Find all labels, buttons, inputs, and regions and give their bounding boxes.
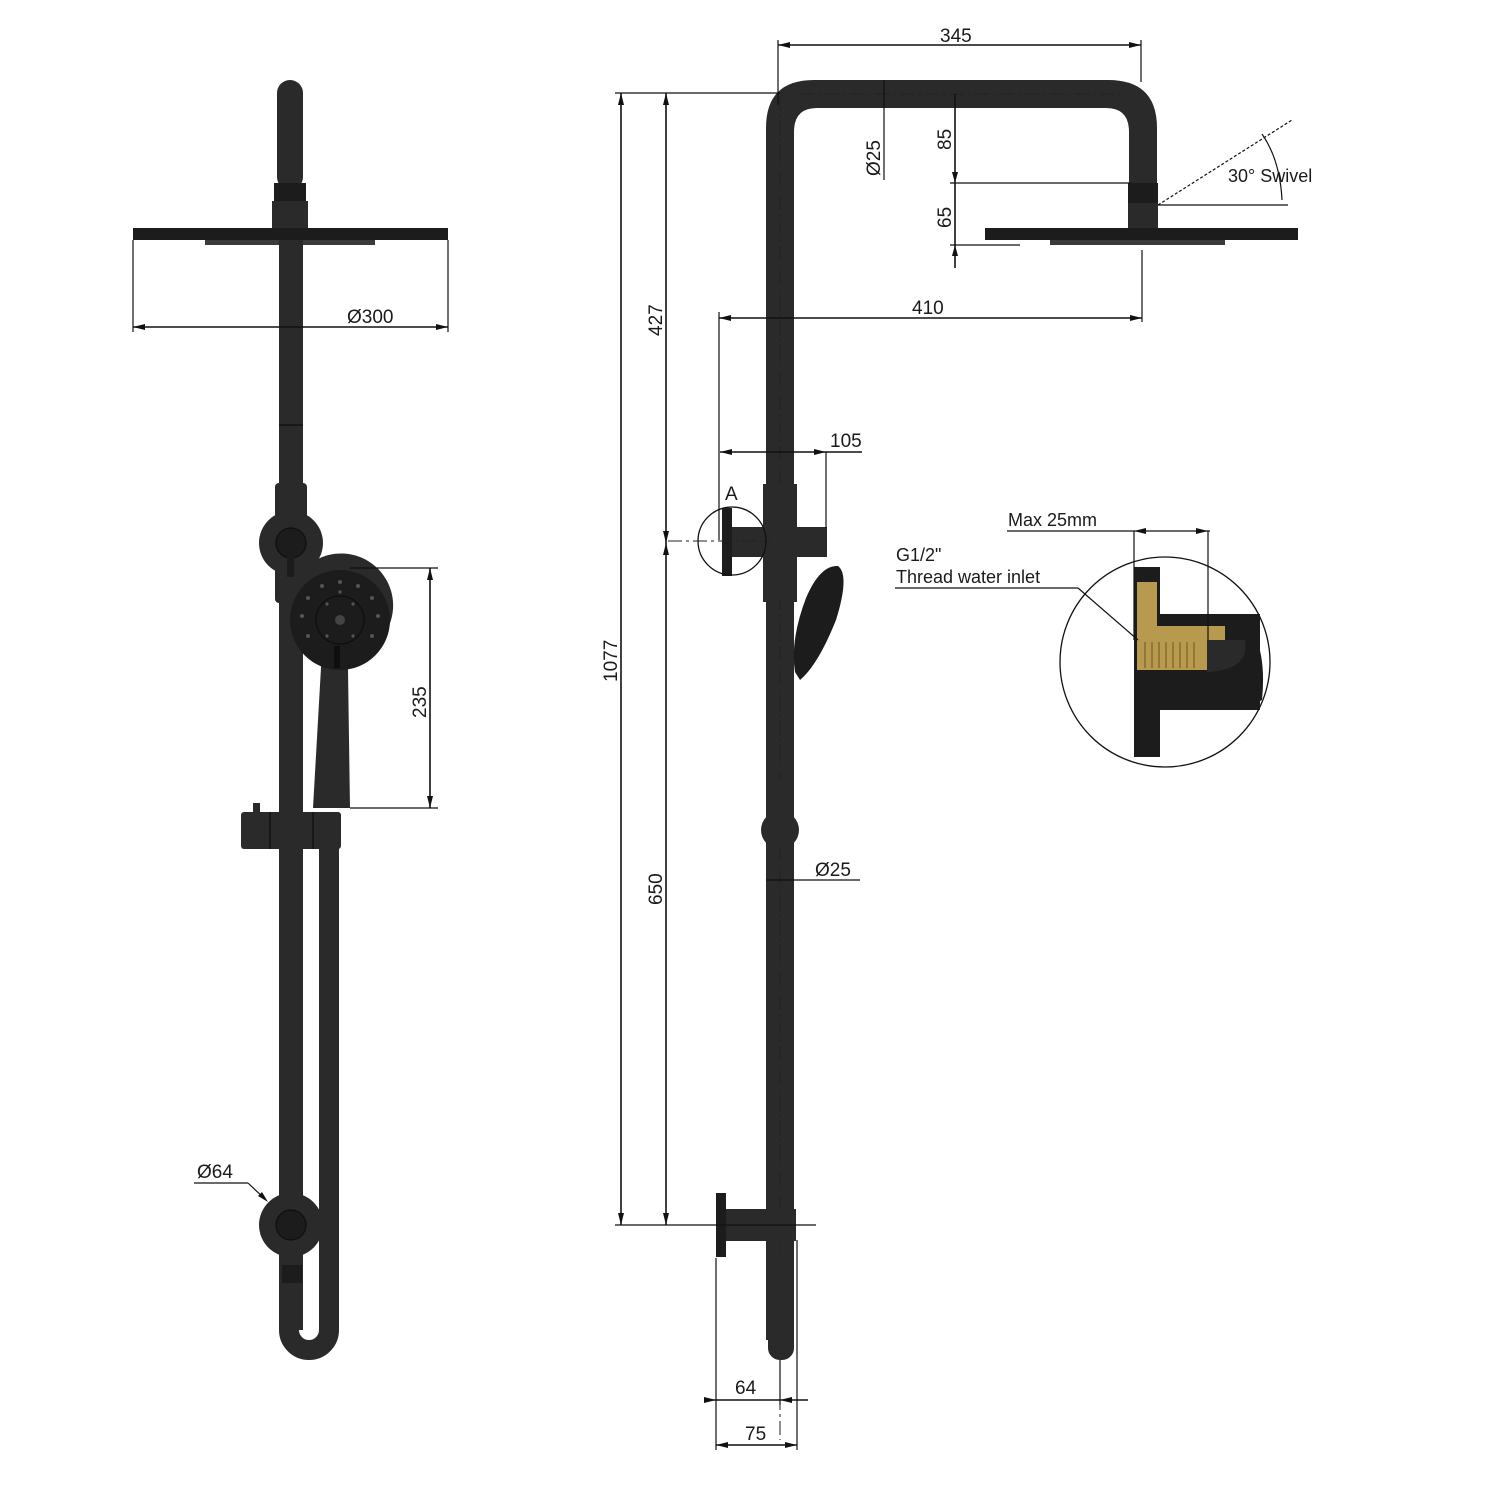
label-upper-section: 427 bbox=[646, 304, 667, 336]
dim-head-projection: 410 bbox=[718, 250, 1143, 540]
hand-shower bbox=[289, 553, 394, 808]
detail-a: Max 25mm G1/2" Thread water inlet bbox=[895, 510, 1271, 768]
label-diverter-projection: 105 bbox=[830, 431, 862, 452]
dim-overall-height: 1077 bbox=[601, 92, 816, 1226]
main-rail bbox=[279, 240, 303, 1330]
label-inlet-centers: 650 bbox=[646, 873, 667, 905]
dim-wall-bracket-diameter: Ø64 bbox=[194, 1162, 268, 1202]
dim-wall-flange-depth: 64 bbox=[704, 1240, 808, 1450]
label-hand-shower-length: 235 bbox=[410, 686, 431, 718]
label-arm-diameter: Ø25 bbox=[864, 140, 885, 176]
dim-inlet-centers: 650 bbox=[646, 543, 669, 1225]
front-view: Ø300 235 Ø64 bbox=[132, 80, 449, 1360]
dim-hand-shower-length: 235 bbox=[350, 567, 438, 809]
side-rain-head bbox=[985, 228, 1298, 240]
label-detail-a: A bbox=[725, 484, 738, 505]
label-swivel: 30° Swivel bbox=[1228, 166, 1312, 186]
dim-diverter-projection: 105 bbox=[720, 431, 862, 528]
slide-bracket bbox=[241, 812, 341, 849]
side-view: A 345 Ø25 85 65 bbox=[601, 26, 1312, 1450]
label-head-offset: 65 bbox=[935, 207, 956, 228]
dim-arm-diameter: Ø25 bbox=[864, 80, 885, 180]
shower-arm bbox=[766, 80, 1157, 1340]
hose bbox=[319, 845, 339, 1325]
riser-top bbox=[277, 80, 303, 190]
dim-lower-projection: 75 bbox=[716, 1424, 797, 1448]
diverter-knob bbox=[275, 527, 307, 559]
label-rail-diameter: Ø25 bbox=[815, 860, 851, 881]
side-hand-shower bbox=[793, 565, 844, 680]
hose-loop bbox=[279, 1280, 339, 1360]
label-wall-bracket-diameter: Ø64 bbox=[197, 1162, 233, 1183]
dim-arm-drop: 85 65 bbox=[935, 94, 1130, 268]
label-arm-reach: 345 bbox=[940, 26, 972, 47]
dim-arm-reach: 345 bbox=[777, 26, 1142, 105]
swivel-joint bbox=[272, 201, 308, 229]
dim-rail-diameter: Ø25 bbox=[766, 860, 860, 881]
dim-swivel: 30° Swivel bbox=[1157, 119, 1312, 206]
label-rain-head-diameter: Ø300 bbox=[347, 307, 393, 328]
label-max-25mm: Max 25mm bbox=[1008, 510, 1097, 530]
label-head-projection: 410 bbox=[912, 298, 944, 319]
swivel-collar bbox=[274, 183, 306, 201]
label-thread-size: G1/2" bbox=[896, 545, 941, 565]
label-arm-drop: 85 bbox=[935, 129, 956, 150]
dim-upper-section: 427 bbox=[646, 93, 669, 543]
label-overall-height: 1077 bbox=[601, 640, 622, 682]
rain-head-plate bbox=[133, 228, 448, 240]
detail-a-circle bbox=[1059, 556, 1271, 768]
label-thread-water-inlet: Thread water inlet bbox=[896, 567, 1040, 587]
label-lower-projection: 75 bbox=[745, 1424, 766, 1445]
label-wall-flange-depth: 64 bbox=[735, 1378, 757, 1399]
dim-rain-head-diameter: Ø300 bbox=[132, 240, 449, 332]
